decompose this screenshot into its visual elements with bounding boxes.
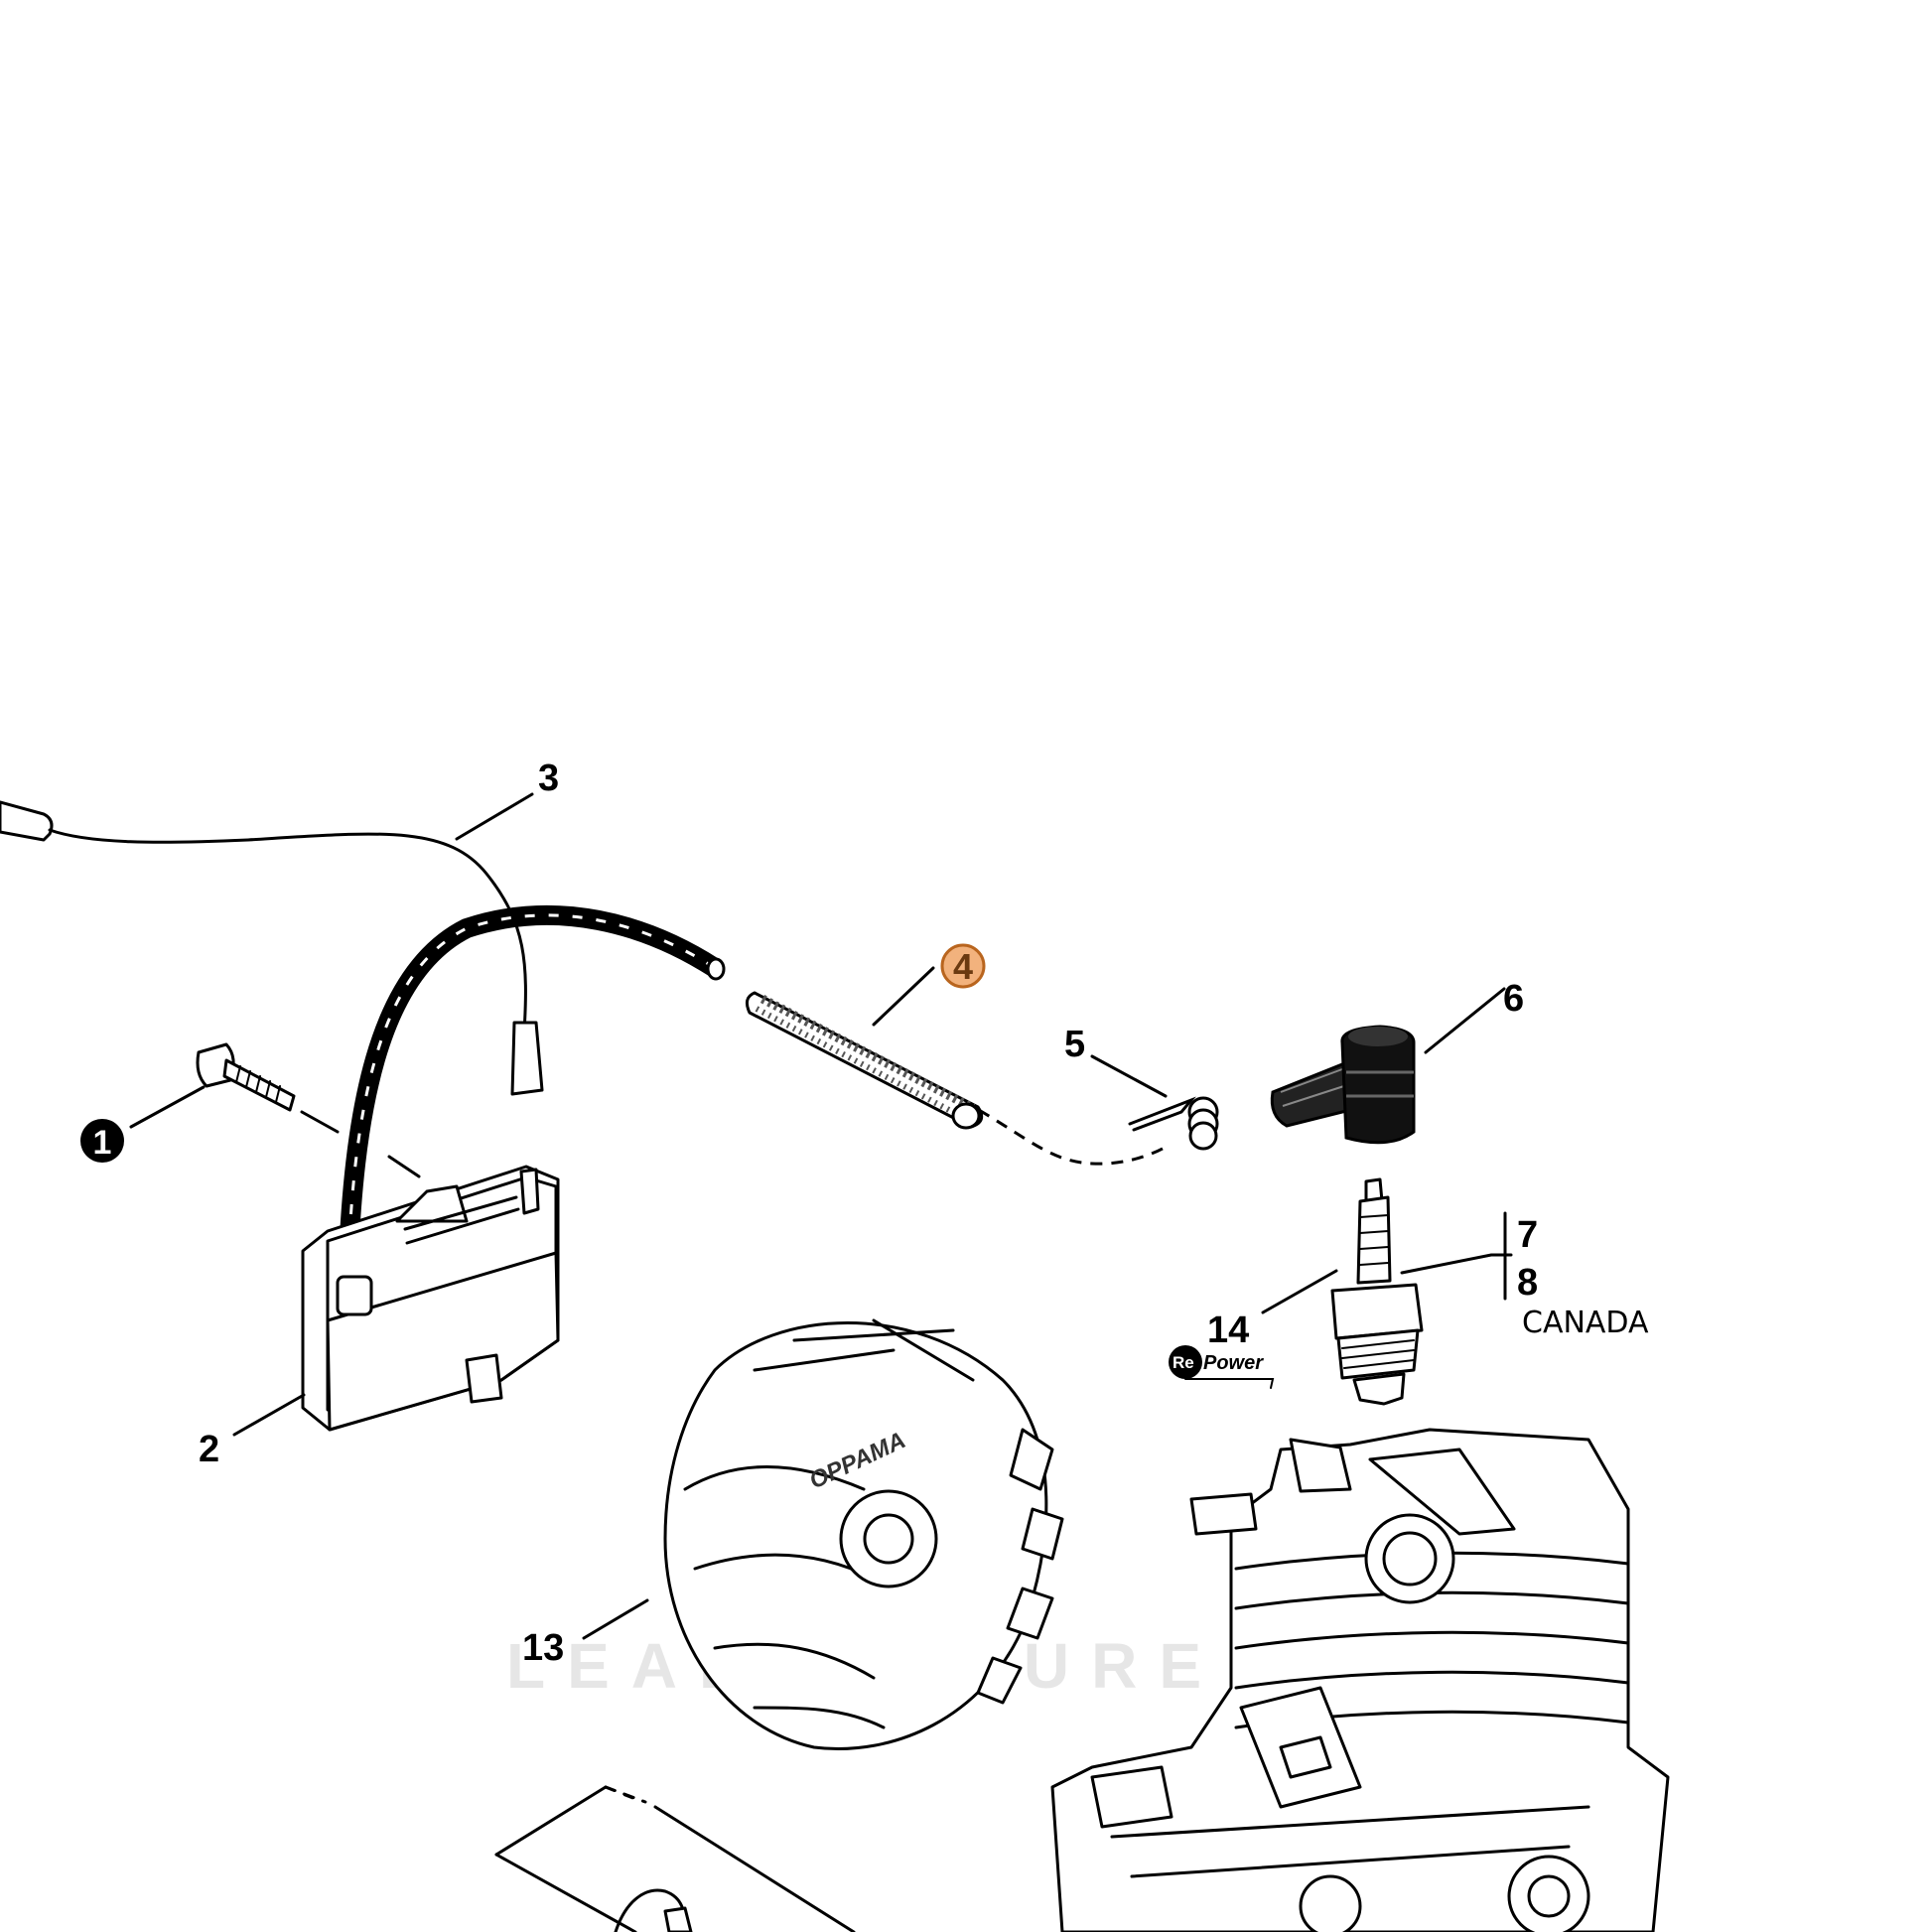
spark-plug[interactable] [1330,1177,1424,1406]
ignition-coil[interactable] [301,1165,560,1432]
repower-logo-re: Re [1173,1353,1194,1372]
callout-5[interactable]: 5 [1064,1024,1085,1065]
canada-note: CANADA [1522,1306,1649,1340]
repower-logo: Re Power [1169,1345,1275,1389]
callout-1-label: 1 [93,1124,112,1162]
callout-4-label: 4 [953,946,973,987]
lower-left-assembly [494,1785,856,1932]
spark-plug-wire[interactable] [338,904,726,1287]
callout-1[interactable]: 1 [80,1119,124,1163]
engine-cylinder [1050,1428,1670,1932]
repower-logo-power: Power [1203,1352,1264,1374]
spring-sleeve[interactable] [745,991,984,1130]
flywheel[interactable]: OPPAMA [663,1318,1064,1750]
leader-lines [129,792,1513,1801]
callout-3[interactable]: 3 [538,758,559,799]
callout-7[interactable]: 7 [1517,1214,1538,1256]
callout-6[interactable]: 6 [1503,978,1524,1020]
callout-14[interactable]: 14 [1207,1310,1249,1351]
callout-4[interactable]: 4 [940,943,986,989]
callout-2[interactable]: 2 [199,1429,219,1470]
spark-plug-boot[interactable] [1270,1025,1416,1145]
ground-wire[interactable] [0,800,544,1096]
bolt[interactable] [196,1042,296,1112]
clip-spring[interactable] [1128,1096,1219,1151]
callout-13[interactable]: 13 [522,1627,564,1669]
callout-8[interactable]: 8 [1517,1262,1538,1304]
